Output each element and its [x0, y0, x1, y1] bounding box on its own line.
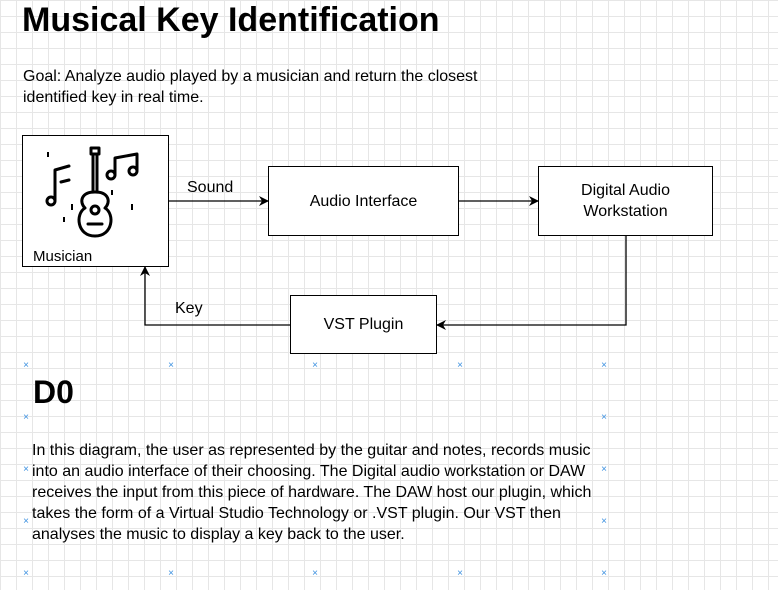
- vst-plugin-label: VST Plugin: [323, 316, 404, 333]
- selection-handle-icon[interactable]: ×: [23, 464, 29, 475]
- selection-handle-icon[interactable]: ×: [23, 568, 29, 579]
- daw-label: Digital Audio Workstation: [581, 182, 670, 220]
- selection-handle-icon[interactable]: ×: [601, 568, 607, 579]
- selection-handle-icon[interactable]: ×: [457, 360, 463, 371]
- selection-handle-icon[interactable]: ×: [601, 516, 607, 527]
- selection-handle-icon[interactable]: ×: [457, 568, 463, 579]
- audio-interface-node[interactable]: Audio Interface: [268, 166, 459, 236]
- sound-edge-label: Sound: [187, 179, 234, 196]
- page-title: Musical Key Identification: [22, 1, 440, 39]
- daw-node[interactable]: Digital Audio Workstation: [538, 166, 713, 236]
- selection-handle-icon[interactable]: ×: [601, 360, 607, 371]
- edge-daw-to-vst[interactable]: [436, 236, 627, 330]
- selection-handle-icon[interactable]: ×: [168, 568, 174, 579]
- section-heading: D0: [33, 374, 74, 410]
- selection-handle-icon[interactable]: ×: [23, 516, 29, 527]
- musician-label: Musician: [33, 248, 93, 265]
- selection-handle-icon[interactable]: ×: [23, 412, 29, 423]
- selection-handle-icon[interactable]: ×: [312, 568, 318, 579]
- goal-text: Goal: Analyze audio played by a musician…: [23, 68, 478, 106]
- musician-node[interactable]: Musician: [22, 135, 169, 267]
- key-edge-label: Key: [175, 300, 203, 317]
- guitar-music-notes-icon: [45, 146, 139, 238]
- selection-handle-icon[interactable]: ×: [23, 360, 29, 371]
- selection-handle-icon[interactable]: ×: [601, 464, 607, 475]
- edge-vst-to-musician[interactable]: [140, 266, 290, 326]
- selection-handle-icon[interactable]: ×: [601, 412, 607, 423]
- audio-interface-label: Audio Interface: [309, 192, 418, 210]
- selection-handle-icon[interactable]: ×: [312, 360, 318, 371]
- selection-handle-icon[interactable]: ×: [168, 360, 174, 371]
- section-description: In this diagram, the user as represented…: [32, 442, 592, 543]
- vst-plugin-node[interactable]: VST Plugin: [290, 295, 437, 354]
